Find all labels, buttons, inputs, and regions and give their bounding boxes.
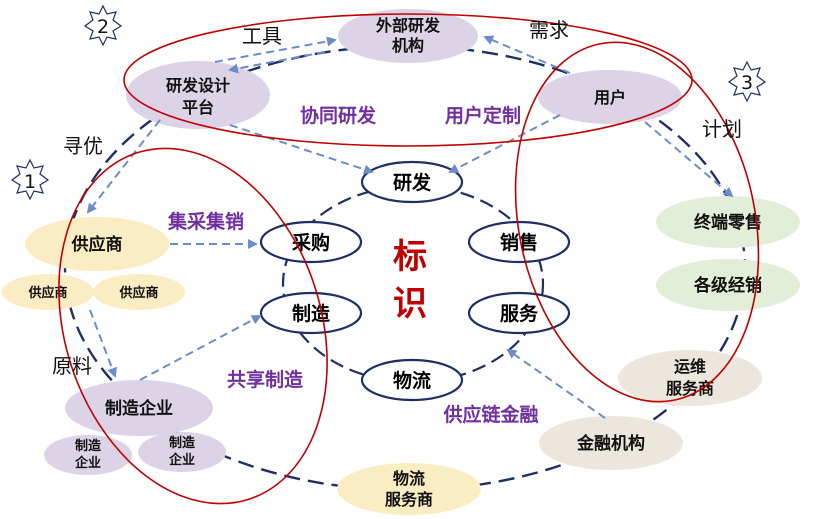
node-manufacturer-label: 制造企业	[105, 398, 173, 419]
node-supplier-small-b: 供应商	[93, 274, 185, 310]
node-ops-provider-line2: 服务商	[666, 379, 714, 398]
node-user-label: 用户	[594, 88, 626, 107]
node-supplier-small-b-label: 供应商	[118, 285, 158, 301]
core-procure-label: 采购	[292, 231, 330, 254]
arrow-platform-to-rd	[229, 124, 374, 175]
arrow-platform-to-supplier	[86, 119, 161, 214]
badge-2-label: 2	[97, 16, 109, 38]
node-mfg-small-b-line2: 企业	[168, 452, 195, 468]
arrow-external-to-platform	[228, 51, 326, 74]
node-mfg-small-b: 制造 企业	[138, 432, 226, 472]
core-sales-label: 销售	[500, 231, 538, 254]
node-ops-provider: 运维 服务商	[618, 350, 762, 406]
arrow-supplier-to-manufacturer	[89, 309, 117, 378]
arrow-user-to-external	[483, 35, 571, 74]
core-procure: 采购	[259, 220, 363, 264]
node-rd-platform-line1: 研发设计	[166, 76, 230, 95]
label-shared-mfg: 共享制造	[227, 368, 304, 391]
node-distribution-label: 各级经销	[693, 275, 762, 296]
node-manufacturer: 制造企业	[65, 380, 213, 436]
node-retail-label: 终端零售	[694, 212, 762, 233]
node-mfg-small-a: 制造 企业	[44, 435, 132, 475]
badge-1: 1	[10, 158, 50, 201]
red-ring-3	[514, 41, 760, 403]
arrow-manufacturer-to-manufacture	[139, 315, 262, 381]
node-retail: 终端零售	[656, 196, 800, 248]
label-tools: 工具	[242, 24, 282, 48]
core-rd: 研发	[360, 160, 464, 204]
core-sales: 销售	[467, 220, 571, 264]
node-supplier-small-a: 供应商	[2, 274, 94, 310]
center-char-1: 标	[393, 237, 427, 277]
node-supplier: 供应商	[25, 217, 169, 271]
label-custom: 用户定制	[445, 104, 521, 127]
node-financial: 金融机构	[539, 416, 683, 470]
badge-3: 3	[727, 60, 767, 103]
node-external-rd: 外部研发 机构	[338, 9, 478, 63]
arrow-financial-to-service	[506, 348, 606, 419]
core-service: 服务	[467, 291, 571, 335]
core-logistics: 物流	[360, 358, 464, 402]
label-material: 原料	[52, 354, 92, 378]
node-rd-platform: 研发设计 平台	[126, 61, 270, 129]
node-logistics-provider-line1: 物流	[393, 469, 425, 488]
core-logistics-label: 物流	[393, 369, 431, 392]
badge-3-label: 3	[741, 72, 753, 94]
label-optimize: 寻优	[63, 134, 103, 158]
core-rd-label: 研发	[393, 171, 432, 194]
red-ring-2	[58, 147, 328, 505]
node-logistics-provider-line2: 服务商	[385, 490, 433, 509]
core-service-label: 服务	[500, 302, 539, 325]
node-financial-label: 金融机构	[576, 433, 645, 454]
badge-2: 2	[83, 4, 123, 47]
node-external-rd-line1: 外部研发	[375, 16, 441, 35]
node-logistics-provider: 物流 服务商	[337, 463, 481, 515]
label-demand: 需求	[529, 18, 569, 42]
label-central-purchase: 集采集销	[167, 210, 244, 233]
label-supply-finance: 供应链金融	[442, 403, 538, 426]
node-ops-provider-line1: 运维	[674, 357, 706, 376]
node-external-rd-line2: 机构	[392, 36, 424, 55]
node-supplier-small-a-label: 供应商	[27, 285, 67, 301]
node-supplier-label: 供应商	[71, 234, 123, 255]
arrow-platform-to-external	[214, 36, 337, 63]
badge-1-label: 1	[24, 171, 36, 193]
label-collab-rd: 协同研发	[300, 104, 377, 127]
arrow-user-to-retail	[644, 121, 734, 198]
core-manufacture: 制造	[259, 291, 363, 335]
node-rd-platform-line2: 平台	[182, 98, 214, 117]
core-manufacture-label: 制造	[292, 302, 331, 325]
node-mfg-small-b-line1: 制造	[169, 435, 196, 451]
node-user: 用户	[538, 70, 682, 124]
label-plan: 计划	[702, 117, 742, 141]
node-mfg-small-a-line2: 企业	[74, 455, 101, 471]
node-mfg-small-a-line1: 制造	[75, 438, 102, 454]
node-distribution: 各级经销	[656, 259, 800, 311]
center-char-2: 识	[393, 284, 427, 324]
arrow-user-to-rd	[448, 114, 561, 173]
